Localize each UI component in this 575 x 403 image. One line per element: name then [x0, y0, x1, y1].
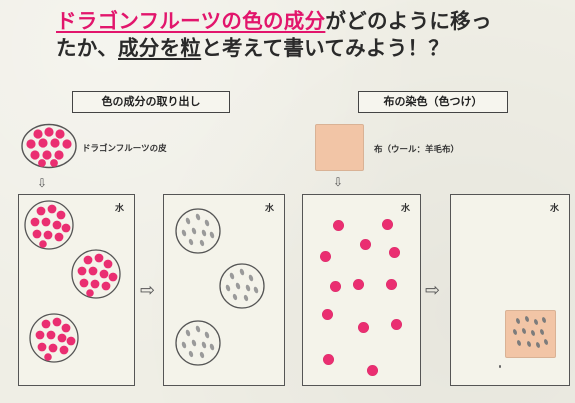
panel-extraction-after: 水 — [163, 194, 285, 386]
dragonfruit-skin-label: ドラゴンフルーツの皮 — [82, 144, 167, 154]
dye-particle — [330, 281, 341, 292]
dye-particle — [323, 354, 334, 365]
water-label: 水 — [264, 204, 274, 214]
title-line-1: ドラゴンフルーツの色の成分がどのように移っ — [56, 9, 561, 34]
water-label: 水 — [549, 204, 559, 214]
worksheet-title: ドラゴンフルーツの色の成分がどのように移っ たか、成分を粒と考えて書いてみよう！… — [56, 9, 561, 61]
pencil-mark — [499, 365, 501, 368]
cloth-swatch — [315, 124, 364, 171]
title-line-2: たか、成分を粒と考えて書いてみよう！？ — [56, 36, 561, 61]
absorbed-particles — [513, 316, 548, 348]
arrow-right-dyeing: ⇨ — [425, 280, 441, 301]
title-line-2-post: と考えて書いてみよう！？ — [201, 36, 450, 60]
dyed-cloth-swatch — [505, 310, 556, 358]
cloth-label: 布（ウール：羊毛布） — [374, 145, 460, 155]
title-underlined-phrase: 成分を粒 — [118, 36, 202, 60]
dye-particle — [322, 309, 333, 320]
section-heading-extraction: 色の成分の取り出し — [72, 91, 230, 113]
panel-extraction-before: 水 — [18, 194, 135, 386]
arrow-down-dyeing: ⇩ — [333, 175, 344, 189]
panel-dyeing-after: 水 — [450, 194, 570, 386]
dye-particle — [389, 247, 400, 258]
panel-dyeing-before: 水 — [302, 194, 421, 386]
dye-particle — [386, 279, 397, 290]
title-highlight: ドラゴンフルーツの色の成分 — [56, 9, 326, 33]
dye-particle — [382, 219, 393, 230]
title-line-2-pre: たか、 — [56, 36, 118, 60]
dragonfruit-skin-circle — [21, 123, 77, 169]
arrow-down-extraction: ⇩ — [37, 176, 48, 190]
dye-particle — [320, 251, 331, 262]
water-label: 水 — [400, 204, 410, 214]
dye-particle — [391, 319, 402, 330]
dye-particle — [367, 365, 378, 376]
dye-particle — [358, 322, 369, 333]
dye-particle — [333, 220, 344, 231]
dye-particle — [360, 239, 371, 250]
section-heading-dyeing: 布の染色（色つけ） — [358, 91, 508, 113]
title-line-1-rest: がどのように移っ — [325, 9, 492, 33]
faded-particle-circles — [175, 208, 265, 366]
water-label: 水 — [114, 204, 124, 214]
dye-particle — [353, 279, 364, 290]
pink-particle-circles — [24, 200, 121, 363]
arrow-right-extraction: ⇨ — [140, 280, 156, 301]
